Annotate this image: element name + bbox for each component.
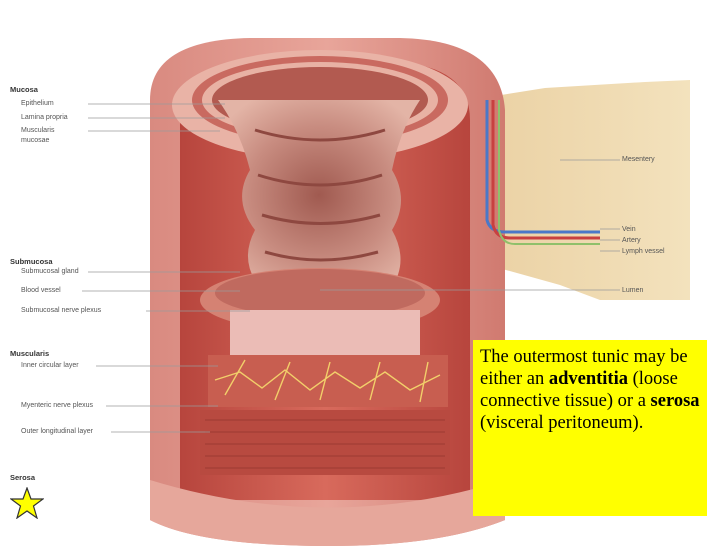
lymph-vessel <box>498 100 600 245</box>
inner-circular-layer <box>208 355 448 407</box>
callout-box: The outermost tunic may be either an adv… <box>473 340 707 516</box>
label-lamina-propria: Lamina propria <box>21 114 68 121</box>
label-lumen: Lumen <box>622 287 644 294</box>
callout-text-2: (loose connective tissue) or a <box>480 369 678 411</box>
label-mesentery: Mesentery <box>622 156 655 163</box>
label-inner-circular-layer: Inner circular layer <box>21 362 79 369</box>
callout-text: The outermost tunic may be either an adv… <box>480 346 701 434</box>
right-leader-lines <box>320 159 620 291</box>
label-epithelium: Epithelium <box>21 100 54 107</box>
callout-text-3: (visceral peritoneum). <box>480 413 644 433</box>
label-submucosal-nerve-plexus: Submucosal nerve plexus <box>21 307 102 314</box>
outer-longitudinal-layer <box>200 410 450 475</box>
label-submucosal-gland: Submucosal gland <box>21 268 79 275</box>
callout-term-adventitia: adventitia <box>548 369 628 389</box>
label-vein: Vein <box>622 226 636 233</box>
label-blood-vessel: Blood vessel <box>21 287 61 294</box>
label-muscularis-mucosae-2: mucosae <box>21 137 50 144</box>
lumen <box>218 100 420 290</box>
left-leader-lines <box>82 103 250 433</box>
label-artery: Artery <box>622 237 641 244</box>
label-lymph-vessel: Lymph vessel <box>622 248 665 255</box>
label-muscularis: Muscularis <box>10 349 50 358</box>
label-muscularis-mucosae-1: Muscularis <box>21 127 55 134</box>
callout-term-serosa: serosa <box>650 391 700 411</box>
artery <box>491 100 600 240</box>
myenteric-nerve-plexus <box>214 359 441 403</box>
star-icon <box>10 487 44 519</box>
callout-text-1: The outermost tunic may be either an <box>480 347 688 389</box>
label-submucosa: Submucosa <box>10 257 53 266</box>
label-serosa: Serosa <box>10 473 36 482</box>
label-mucosa: Mucosa <box>10 85 38 94</box>
label-myenteric-nerve-plexus: Myenteric nerve plexus <box>21 402 93 409</box>
label-outer-longitudinal-layer: Outer longitudinal layer <box>21 428 93 435</box>
